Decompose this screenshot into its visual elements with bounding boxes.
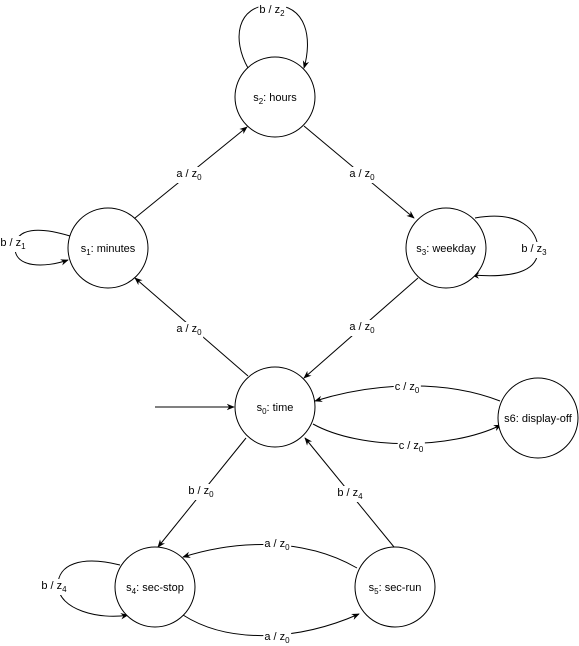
state-s3[interactable]: s3: weekday xyxy=(405,207,487,289)
transition-input: b / z xyxy=(0,237,21,249)
transition-output-sub: 0 xyxy=(209,490,214,499)
transition-input: a / z xyxy=(264,631,285,643)
state-label-base: s xyxy=(257,402,263,414)
transition-label-s1-self: b / z1 xyxy=(0,237,26,251)
state-label-base: s xyxy=(416,243,422,255)
transition-label-s0-s4: b / z0 xyxy=(188,485,214,499)
transition-label-bg xyxy=(520,242,549,258)
transition-label-bg xyxy=(348,167,377,183)
transition-label-s3-s0: a / z0 xyxy=(349,321,375,335)
state-circle-s1 xyxy=(67,207,149,289)
state-circle-s4 xyxy=(114,546,196,628)
state-label-s2: s2: hours xyxy=(253,92,297,106)
state-label-sub: 5 xyxy=(374,587,379,596)
state-label-s3: s3: weekday xyxy=(416,243,476,257)
transition-input: a / z xyxy=(264,538,285,550)
state-label-s5: s5: sec-run xyxy=(369,582,422,596)
state-s4[interactable]: s4: sec-stop xyxy=(114,546,196,628)
transition-label-s2-s3: a / z0 xyxy=(349,168,375,182)
transition-input: b / z xyxy=(188,485,209,497)
transition-label-s4-self: b / z4 xyxy=(41,580,67,594)
state-label-base: s xyxy=(81,243,87,255)
transition-output-sub: 0 xyxy=(285,543,290,552)
state-label-rest: : minutes xyxy=(91,243,136,255)
transition-label-s4-s5: a / z0 xyxy=(264,631,290,645)
transition-label-s0-s6: c / z0 xyxy=(399,440,424,454)
state-circle-s6 xyxy=(497,377,579,459)
transition-input: a / z xyxy=(176,323,197,335)
state-label-s4: s4: sec-stop xyxy=(126,582,184,596)
transition-label-bg xyxy=(263,537,292,553)
transition-label-bg xyxy=(187,484,216,500)
transition-output-sub: 0 xyxy=(285,636,290,645)
transition-label-s5-s4: a / z0 xyxy=(264,538,290,552)
state-label-sub: 4 xyxy=(132,587,137,596)
transition-input: c / z xyxy=(399,440,419,452)
transition-label-s1-s2: a / z0 xyxy=(176,168,202,182)
state-label-base: s xyxy=(369,582,375,594)
transition-output-sub: 0 xyxy=(197,328,202,337)
transition-output-sub: 0 xyxy=(370,326,375,335)
state-label-sub: 3 xyxy=(422,248,427,257)
state-label-sub: 2 xyxy=(259,97,264,106)
transition-label-bg xyxy=(175,167,204,183)
state-label-base: s xyxy=(126,582,132,594)
state-label-s6: s6: display-off xyxy=(504,413,573,425)
transition-label-s2-self: b / z2 xyxy=(259,4,285,18)
state-circle-s0 xyxy=(234,366,316,448)
transition-label-s0-s1: a / z0 xyxy=(176,323,202,337)
state-circle-s2 xyxy=(234,56,316,138)
state-s1[interactable]: s1: minutes xyxy=(67,207,149,289)
transition-output-sub: 0 xyxy=(415,386,420,395)
transition-input: c / z xyxy=(395,381,415,393)
transition-input: b / z xyxy=(521,243,542,255)
transition-output-sub: 0 xyxy=(419,445,424,454)
state-circle-s5 xyxy=(354,546,436,628)
transition-label-bg xyxy=(397,439,425,455)
transition-input: b / z xyxy=(259,4,280,16)
state-s6[interactable]: s6: display-off xyxy=(497,377,579,459)
transition-label-bg xyxy=(348,320,377,336)
state-label-rest: : hours xyxy=(263,92,297,104)
transition-output-sub: 0 xyxy=(197,173,202,182)
transition-input: a / z xyxy=(176,168,197,180)
transition-output-sub: 2 xyxy=(280,9,285,18)
transition-label-bg xyxy=(40,579,69,595)
state-label-s0: s0: time xyxy=(257,402,294,416)
state-label-s1: s1: minutes xyxy=(81,243,136,257)
state-label-base: s6: display-off xyxy=(504,413,573,425)
state-label-rest: : sec-run xyxy=(379,582,422,594)
state-s5[interactable]: s5: sec-run xyxy=(354,546,436,628)
transition-output-sub: 0 xyxy=(370,173,375,182)
transition-label-bg xyxy=(263,630,292,646)
transition-label-s5-s0: b / z4 xyxy=(337,487,363,501)
transition-label-bg xyxy=(175,322,204,338)
state-s2[interactable]: s2: hours xyxy=(234,56,316,138)
transition-label-s3-self: b / z3 xyxy=(521,243,547,257)
state-label-sub: 0 xyxy=(262,407,267,416)
transition-output-sub: 3 xyxy=(542,248,547,257)
transition-input: a / z xyxy=(349,321,370,333)
transition-input: b / z xyxy=(337,487,358,499)
transition-output-sub: 4 xyxy=(358,492,363,501)
transition-input: b / z xyxy=(41,580,62,592)
transition-label-bg xyxy=(0,236,28,252)
state-label-rest: : weekday xyxy=(426,243,476,255)
transition-label-s6-s0: c / z0 xyxy=(395,381,420,395)
state-label-sub: 1 xyxy=(86,248,91,257)
transition-input: a / z xyxy=(349,168,370,180)
transition-label-bg xyxy=(258,3,287,19)
state-s0[interactable]: s0: time xyxy=(234,366,316,448)
state-label-rest: : sec-stop xyxy=(136,582,184,594)
state-label-base: s xyxy=(253,92,259,104)
state-label-rest: : time xyxy=(267,402,294,414)
transition-label-bg xyxy=(393,380,421,396)
transition-label-bg xyxy=(336,486,365,502)
transition-output-sub: 1 xyxy=(21,242,26,251)
transition-output-sub: 4 xyxy=(62,585,67,594)
state-circle-s3 xyxy=(405,207,487,289)
